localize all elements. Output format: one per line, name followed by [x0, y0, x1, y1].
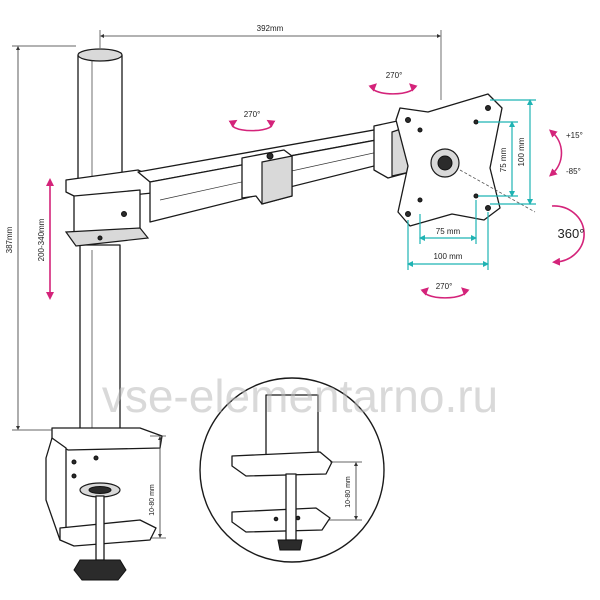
rotation-head-top: 270°	[368, 71, 418, 95]
total-height-label: 387mm	[5, 226, 14, 253]
vesa-h-outer-label: 100 mm	[434, 252, 463, 261]
dim-total-height: 387mm	[5, 45, 76, 431]
vesa-v-inner-label: 75 mm	[499, 147, 508, 172]
arm-length-label: 392mm	[257, 24, 284, 33]
rotation-arm-upper: 270°	[228, 110, 276, 132]
pole	[77, 48, 123, 436]
dim-clamp-main: 10-80 mm	[149, 435, 166, 539]
dim-clamp-detail: 10-80 mm	[328, 461, 362, 521]
arm	[137, 119, 411, 223]
vesa-v-outer-label: 100 mm	[517, 137, 526, 166]
desk-clamp	[45, 427, 163, 581]
dim-vesa: 75 mm 100 mm 75 mm 100 mm	[407, 99, 536, 270]
rotation-head-top-label: 270°	[386, 71, 403, 80]
tilt-up-label: +15°	[566, 131, 583, 140]
clamp-detail-label: 10-80 mm	[345, 476, 352, 508]
dim-arm-length: 392mm	[99, 24, 442, 100]
tilt-down-label: -85°	[566, 167, 581, 176]
rotation-head-bottom-label: 270°	[436, 282, 453, 291]
clamp-detail-circle	[199, 377, 385, 563]
rotation-head-bottom: 270°	[420, 282, 470, 299]
vesa-plate	[395, 93, 536, 227]
clamp-main-label: 10-80 mm	[149, 484, 156, 516]
rotation-tilt: +15° -85°	[549, 129, 583, 177]
rotation-arm-upper-label: 270°	[244, 110, 261, 119]
height-range-label: 200-340mm	[37, 218, 46, 261]
rotation-full: 360°	[551, 205, 585, 266]
rotate-full-label: 360°	[558, 226, 585, 241]
watermark: vse-elementarno.ru	[102, 370, 498, 422]
vesa-h-inner-label: 75 mm	[436, 227, 461, 236]
arm-base-collar	[64, 169, 156, 247]
dim-height-range: 200-340mm	[37, 178, 54, 300]
